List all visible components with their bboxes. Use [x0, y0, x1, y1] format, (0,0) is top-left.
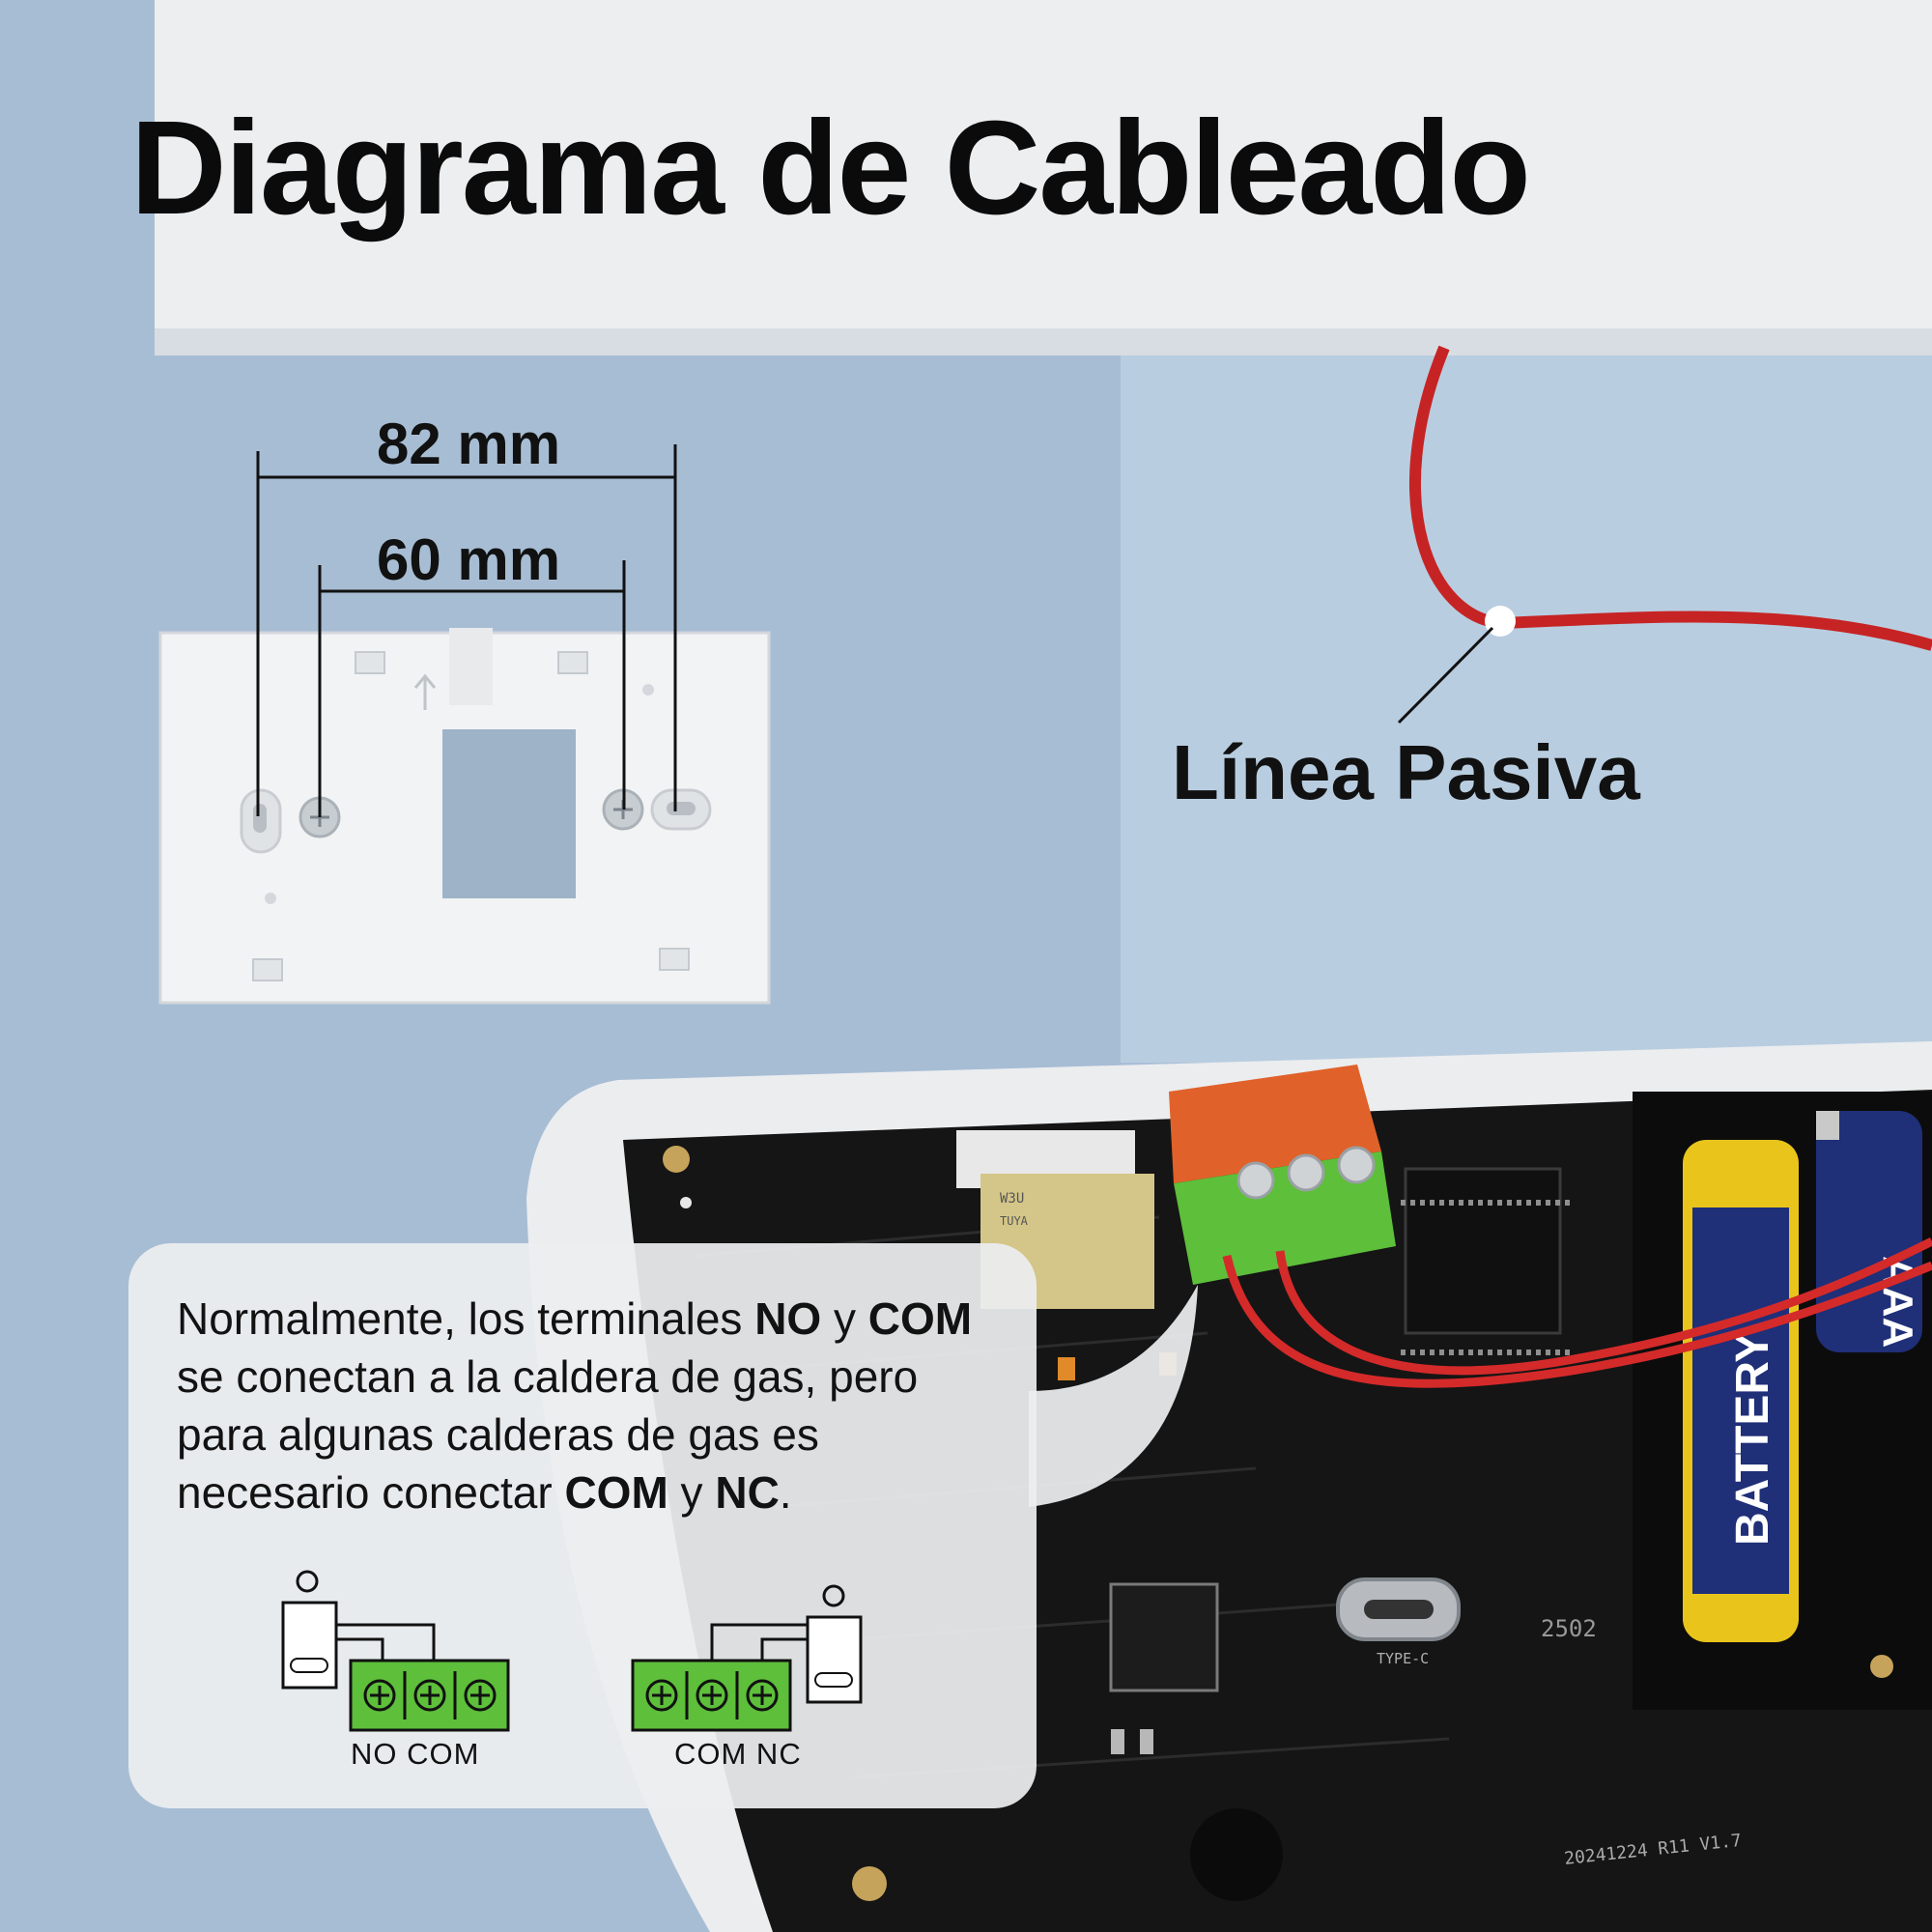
terminal-screw-3-icon — [1337, 1146, 1376, 1184]
battery-label: BATTERY — [1727, 1332, 1778, 1546]
battery-2: AAA — [1816, 1111, 1922, 1352]
callout-text: Normalmente, los terminales NO y COM se … — [177, 1290, 998, 1521]
terminal-wire-1 — [1222, 1254, 1932, 1388]
dimension-lines — [256, 444, 677, 817]
buzzer — [1190, 1808, 1283, 1901]
callout-pointer — [1029, 1285, 1198, 1507]
dimension-inner-label: 60 mm — [377, 527, 561, 592]
wire-leader-line — [1397, 626, 1494, 724]
terminal-label-com-nc: COM NC — [674, 1737, 802, 1771]
callout-segment: y — [668, 1467, 716, 1518]
callout-segment: se conectan a la caldera de gas, pero pa… — [177, 1351, 919, 1518]
usb-marking: TYPE-C — [1377, 1650, 1429, 1667]
module-marking-1: W3U — [1000, 1191, 1024, 1207]
callout-keyword: COM — [867, 1293, 973, 1344]
callout-segment: . — [779, 1467, 792, 1518]
terminal-label-no-com: NO COM — [351, 1737, 480, 1771]
mounting-plate — [158, 628, 771, 1005]
info-callout: Normalmente, los terminales NO y COM se … — [128, 1243, 1037, 1808]
terminal-block-top — [1169, 1065, 1381, 1183]
relay-knob-left-icon — [296, 1570, 319, 1593]
mcu-chip — [1109, 1582, 1219, 1692]
terminal-diagram-com-nc — [631, 1584, 863, 1732]
battery-1: BATTERY — [1683, 1140, 1799, 1642]
chip-marking: 2502 — [1541, 1615, 1597, 1642]
wire-label: Línea Pasiva — [1172, 729, 1640, 815]
main-chip — [1404, 1167, 1562, 1335]
callout-keyword: NC — [715, 1467, 780, 1518]
relay-switch-left-icon — [281, 1601, 338, 1690]
thermostat-housing-top — [155, 0, 1932, 355]
terminal-diagram-no-com — [281, 1570, 510, 1732]
relay-switch-right-icon — [806, 1615, 863, 1704]
plate-center-opening — [442, 729, 576, 898]
terminal-diagrams — [281, 1570, 863, 1732]
up-arrow-icon — [413, 673, 437, 710]
dimension-outer-label: 82 mm — [377, 412, 561, 476]
terminal-block — [1174, 1151, 1396, 1285]
callout-segment: Normalmente, los terminales — [177, 1293, 755, 1344]
module-marking-2: TUYA — [1000, 1214, 1029, 1228]
callout-segment: y — [821, 1293, 868, 1344]
relay-knob-right-icon — [822, 1584, 845, 1607]
terminal-screw-2-icon — [1287, 1153, 1325, 1192]
callout-keyword: COM — [564, 1467, 668, 1518]
terminal-screw-1-icon — [1236, 1161, 1275, 1200]
page-title: Diagrama de Cableado — [130, 94, 1531, 242]
callout-keyword: NO — [754, 1293, 822, 1344]
terminal-wire-2 — [1275, 1236, 1932, 1376]
